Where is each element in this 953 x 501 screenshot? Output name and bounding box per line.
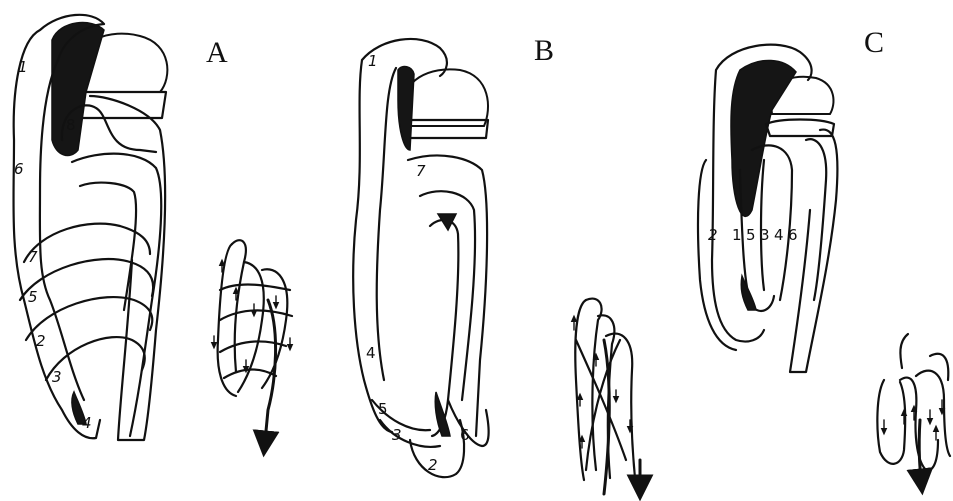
panel-a-path-schematic (214, 240, 292, 452)
panel-a-number-7: 7 (28, 248, 38, 266)
panel-c-dark-tip (741, 276, 756, 310)
panel-b-number-2: 2 (428, 456, 438, 474)
panel-c-band (766, 120, 834, 137)
panel-b-number-5: 5 (378, 400, 388, 418)
panel-b-cap (404, 69, 488, 126)
panel-c-path-schematic (877, 334, 950, 490)
panel-a-tube-left (72, 154, 161, 436)
panel-a-loop-5 (20, 259, 153, 300)
panel-c-fold-3 (761, 160, 764, 290)
panel-b-number-6: 6 (460, 426, 470, 444)
panel-a-number-5: 5 (28, 288, 38, 306)
panel-b-letter: B (534, 34, 554, 67)
panel-a-letter: A (206, 36, 228, 69)
panel-c-outer-left (698, 160, 736, 350)
panel-c-number-2: 2 (708, 226, 718, 244)
panel-b-inner-outline (377, 68, 396, 380)
panel-c: C 2 1 5 3 4 6 (698, 26, 950, 490)
panel-a-tube-mid (80, 183, 136, 310)
panel-b-number-3: 3 (392, 426, 402, 444)
panel-b-number-1: 1 (368, 52, 378, 70)
panel-a-number-4: 4 (82, 414, 92, 432)
panel-b-number-7: 7 (416, 162, 426, 180)
panel-b-path-schematic (574, 299, 640, 496)
panel-c-number-3: 3 (760, 226, 770, 244)
panel-c-number-1: 1 (732, 226, 742, 244)
panel-c-letter: C (864, 26, 884, 59)
panel-b: B 1 7 4 5 3 6 2 (353, 34, 640, 496)
panel-b-number-4: 4 (366, 344, 376, 362)
panel-a-number-1: 1 (18, 58, 28, 76)
panel-c-number-6: 6 (788, 226, 798, 244)
panel-a: A 1 6 8 7 5 2 3 4 (13, 15, 292, 452)
panel-c-long-tail (790, 130, 837, 372)
panel-c-number-4: 4 (774, 226, 784, 244)
panel-a-number-6: 6 (14, 160, 24, 178)
panel-b-loop-core (430, 220, 458, 436)
panel-c-number-5: 5 (746, 226, 756, 244)
panel-a-number-8: 8 (66, 116, 76, 134)
panel-a-number-3: 3 (52, 368, 62, 386)
panel-a-number-2: 2 (36, 332, 46, 350)
